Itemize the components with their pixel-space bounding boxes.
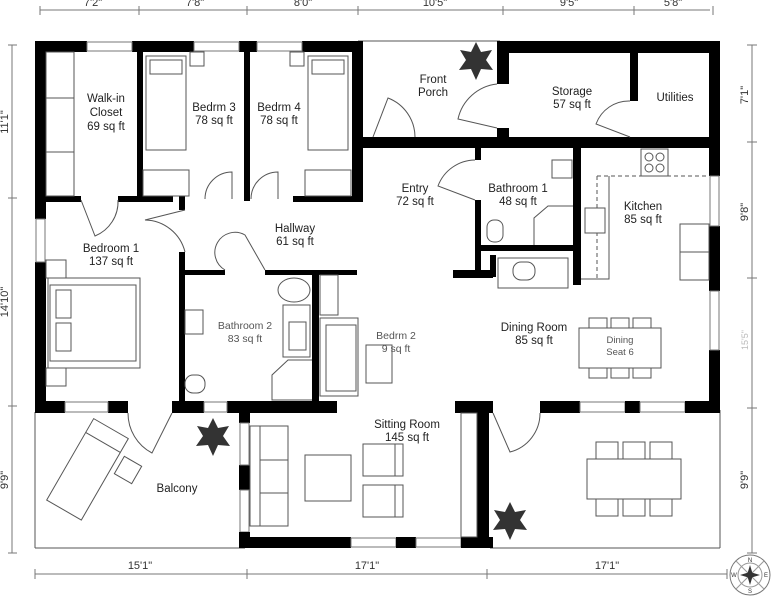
- dim-bottom-1: 15'1": [128, 560, 152, 572]
- label-bedrm4: Bedrm 4: [257, 102, 301, 114]
- dining-table: [578, 327, 662, 369]
- walls: [35, 41, 720, 548]
- label-storage: Storage: [552, 86, 592, 98]
- dim-right-1: 7'1": [739, 86, 751, 104]
- svg-text:Seat 6: Seat 6: [606, 347, 633, 358]
- label-kitchen: Kitchen: [624, 201, 662, 213]
- doors: [80, 83, 631, 454]
- svg-text:48 sq ft: 48 sq ft: [499, 196, 538, 208]
- svg-text:85 sq ft: 85 sq ft: [515, 335, 554, 347]
- svg-text:N: N: [748, 558, 752, 564]
- svg-text:69 sq ft: 69 sq ft: [87, 121, 126, 133]
- furniture: [45, 51, 710, 527]
- svg-text:137 sq ft: 137 sq ft: [89, 256, 134, 268]
- svg-text:Closet: Closet: [90, 107, 123, 119]
- dim-right-3: 9'9": [739, 471, 751, 489]
- outline: [34, 40, 721, 549]
- compass-icon: N S E W: [729, 554, 771, 596]
- svg-text:78 sq ft: 78 sq ft: [195, 115, 234, 127]
- plant-icon: [196, 418, 230, 456]
- top-dimension-line: 7'2" 7'8" 8'0" 10'5" 9'5" 5'8": [39, 0, 714, 15]
- svg-text:78 sq ft: 78 sq ft: [260, 115, 299, 127]
- svg-text:Porch: Porch: [418, 87, 448, 99]
- label-bedrm2: Bedrm 2: [376, 330, 416, 342]
- svg-text:61 sq ft: 61 sq ft: [276, 236, 315, 248]
- svg-text:145 sq ft: 145 sq ft: [385, 432, 430, 444]
- dim-right-2: 9'8": [739, 203, 751, 221]
- svg-text:9 sq ft: 9 sq ft: [382, 343, 411, 355]
- dim-top-2: 7'8": [186, 0, 204, 9]
- dim-top-5: 9'5": [560, 0, 578, 9]
- dim-top-1: 7'2": [84, 0, 102, 9]
- dim-top-6: 5'8": [664, 0, 682, 9]
- dim-bottom-2: 17'1": [355, 560, 379, 572]
- svg-text:85 sq ft: 85 sq ft: [624, 214, 663, 226]
- svg-text:S: S: [748, 589, 752, 595]
- label-bedroom1: Bedroom 1: [83, 243, 139, 255]
- right-dimension-line: 7'1" 9'8" 15'5" 9'9": [739, 44, 757, 554]
- label-bath2: Bathroom 2: [218, 320, 272, 332]
- label-balcony: Balcony: [157, 483, 198, 495]
- label-sitting: Sitting Room: [374, 419, 440, 431]
- plant-icon: [459, 42, 493, 80]
- label-entry: Entry: [402, 183, 429, 195]
- label-hallway: Hallway: [275, 223, 316, 235]
- dim-left-2: 14'10": [0, 287, 11, 318]
- dim-top-3: 8'0": [294, 0, 312, 9]
- label-dining-table: Dining: [607, 335, 634, 346]
- plant-icon: [493, 502, 527, 540]
- svg-text:W: W: [731, 573, 737, 579]
- label-dining: Dining Room: [501, 322, 567, 334]
- coffee-table: [304, 454, 352, 502]
- svg-text:E: E: [764, 573, 768, 579]
- room-labels: Walk-in Closet 69 sq ft Bedrm 3 78 sq ft…: [83, 74, 694, 495]
- label-porch: Front: [420, 74, 448, 86]
- svg-text:83 sq ft: 83 sq ft: [228, 333, 263, 345]
- dim-right-faint: 15'5": [740, 330, 750, 350]
- svg-text:57 sq ft: 57 sq ft: [553, 99, 592, 111]
- label-bedrm3: Bedrm 3: [192, 102, 235, 114]
- dim-top-4: 10'5": [423, 0, 447, 9]
- dim-bottom-3: 17'1": [595, 560, 619, 572]
- label-walkin: Walk-in: [87, 93, 125, 105]
- svg-text:72 sq ft: 72 sq ft: [396, 196, 435, 208]
- dim-left-3: 9'9": [0, 471, 11, 489]
- bottom-dimension-line: 15'1" 17'1" 17'1": [34, 560, 728, 579]
- label-utilities: Utilities: [656, 92, 693, 104]
- label-bath1: Bathroom 1: [488, 183, 547, 195]
- dim-left-1: 11'1": [0, 110, 11, 134]
- left-dimension-line: 11'1" 14'10" 9'9": [0, 44, 17, 554]
- sofa: [249, 425, 289, 527]
